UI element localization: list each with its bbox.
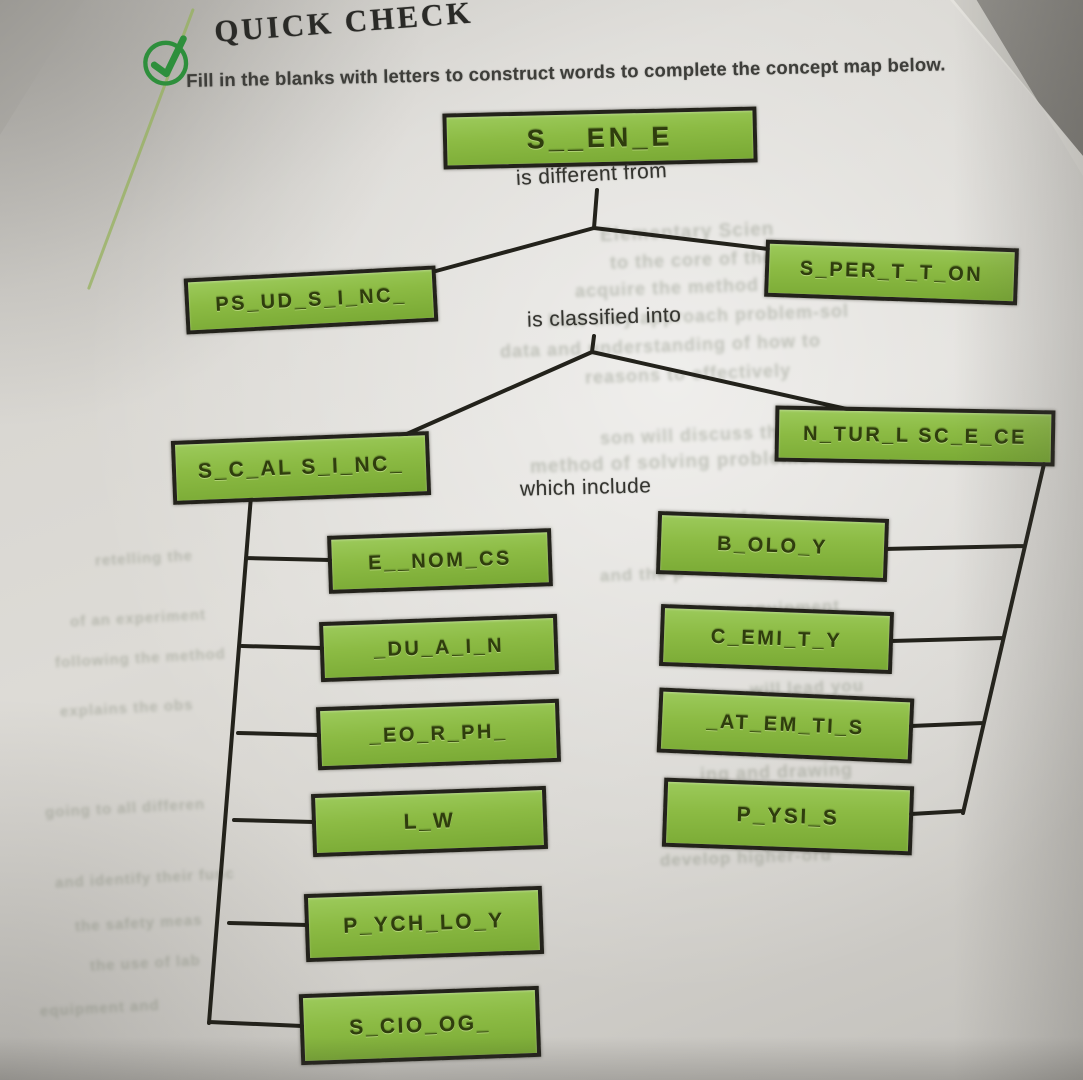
node-label: _DU_A_I_N xyxy=(373,634,505,661)
classify-branch-connector xyxy=(398,334,862,439)
node-geography: _EO_R_PH_ xyxy=(315,698,562,771)
node-science: S__EN_E xyxy=(442,106,758,170)
node-chemistry: C_EMI_T_Y xyxy=(658,603,895,675)
node-natural-science: N_TUR_L SC_E_CE xyxy=(774,405,1056,467)
node-label: C_EMI_T_Y xyxy=(710,625,843,652)
node-biology: B_OLO_Y xyxy=(655,510,890,583)
node-economics: E__NOM_CS xyxy=(327,528,553,594)
left-bracket-connector xyxy=(207,494,332,1028)
node-label: _AT_EM_TI_S xyxy=(705,710,866,740)
node-mathematics: _AT_EM_TI_S xyxy=(656,687,915,764)
relation-which-include: which include xyxy=(519,474,652,501)
node-label: P_YCH_LO_Y xyxy=(342,909,506,938)
node-physics: P_YSI_S xyxy=(661,777,915,856)
node-label: PS_UD_S_I_NC_ xyxy=(214,283,408,316)
node-label: _EO_R_PH_ xyxy=(369,720,508,748)
node-label: L_W xyxy=(403,808,456,834)
node-education: _DU_A_I_N xyxy=(319,613,559,683)
node-label: S_PER_T_T_ON xyxy=(799,257,984,287)
right-bracket-connector xyxy=(884,462,1046,816)
node-psychology: P_YCH_LO_Y xyxy=(303,885,545,963)
node-label: P_YSI_S xyxy=(736,802,840,830)
node-label: S_C_AL S_I_NC_ xyxy=(197,452,405,483)
node-label: N_TUR_L SC_E_CE xyxy=(802,422,1028,449)
node-law: L_W xyxy=(310,785,549,858)
check-circle-icon xyxy=(132,24,203,95)
node-social-science: S_C_AL S_I_NC_ xyxy=(170,431,432,505)
node-superstition: S_PER_T_T_ON xyxy=(764,239,1019,306)
node-sociology: S_CIO_OG_ xyxy=(298,985,542,1066)
node-label: E__NOM_CS xyxy=(367,547,513,575)
node-label: B_OLO_Y xyxy=(716,533,829,559)
root-branch-connector xyxy=(434,188,770,273)
node-label: S_CIO_OG_ xyxy=(348,1011,492,1039)
node-label: S__EN_E xyxy=(526,120,674,155)
